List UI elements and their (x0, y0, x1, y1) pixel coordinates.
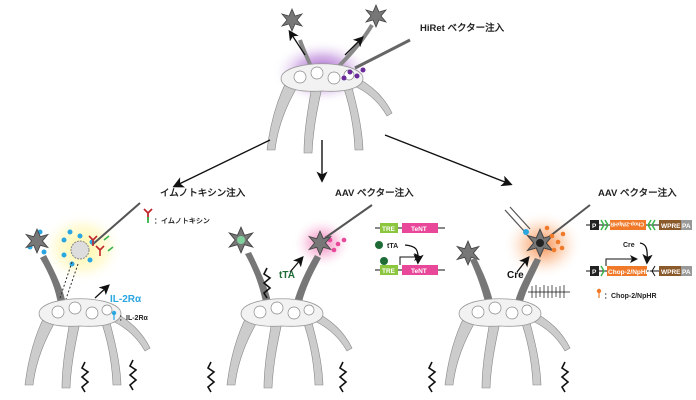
immunotoxin-antibody-icon (88, 235, 114, 256)
injection-pipette-icon (354, 38, 411, 70)
cre-construct-label: Cre (623, 242, 635, 249)
neuron-cluster-icon (444, 298, 571, 389)
output-spike-icon (207, 361, 215, 393)
output-spike-icon (428, 361, 436, 393)
electrophysiology-trace-icon (528, 285, 570, 298)
center-panel-tent: AAV ベクター注入 tTA TRE TeNT tTA TRE TeNT (207, 187, 445, 393)
virus-particles-icon (341, 67, 366, 81)
aav-injection-label-center: AAV ベクター注入 (335, 187, 414, 199)
immunotoxin-injection-label: イムノトキシン注入 (160, 187, 246, 199)
output-spike-icon (561, 361, 569, 393)
pa-element: PA (682, 223, 691, 230)
left-panel-immunotoxin: イムノトキシン注入 IL-2Rα ：イムノトキシン ：IL-2Rα (24, 187, 246, 393)
tta-construct-label: tTA (387, 243, 398, 250)
immunotoxin-legend: ：イムノトキシン (154, 217, 210, 225)
output-spike-icon (81, 361, 89, 393)
il2ra-legend: ：IL-2Rα (119, 315, 148, 322)
tent-element: TeNT (411, 268, 427, 275)
il2ra-label: IL-2Rα (110, 294, 142, 305)
projection-neuron-icon (281, 8, 303, 32)
output-spike-icon (129, 359, 137, 391)
tta-label: tTA (279, 270, 295, 281)
inverted-gene-element: Chop-2/NpHR (610, 221, 644, 227)
arrow-right (384, 134, 513, 187)
gene-element: Chop-2/NpHR (608, 269, 651, 276)
cre-label: Cre (507, 270, 524, 281)
promoter-element: P (592, 269, 597, 276)
tre-element: TRE (382, 226, 396, 233)
neuron-cluster-icon (226, 298, 353, 389)
arrow-left (172, 139, 271, 188)
wpre-element: WPRE (661, 223, 681, 230)
pa-element: PA (682, 269, 691, 276)
optical-fiber-icon (504, 206, 531, 233)
projection-neuron-icon (365, 4, 387, 28)
tre-element: TRE (382, 268, 396, 275)
opsin-legend: ：Chop-2/NpHR (604, 293, 657, 300)
hiret-label: HiRet ベクター注入 (420, 22, 505, 34)
right-panel-optogenetics: AAV ベクター注入 Cre P Chop-2/NpHR WPRE PA Cre (428, 187, 692, 393)
wpre-element: WPRE (661, 269, 681, 276)
top-hiret-injection: HiRet ベクター注入 (266, 4, 505, 154)
tent-element: TeNT (411, 226, 427, 233)
output-spike-icon (339, 361, 347, 393)
neuron-cluster-icon (266, 63, 393, 154)
tta-protein-icon (375, 241, 383, 249)
aav-injection-label-right: AAV ベクター注入 (598, 187, 677, 199)
promoter-element: P (592, 223, 597, 230)
